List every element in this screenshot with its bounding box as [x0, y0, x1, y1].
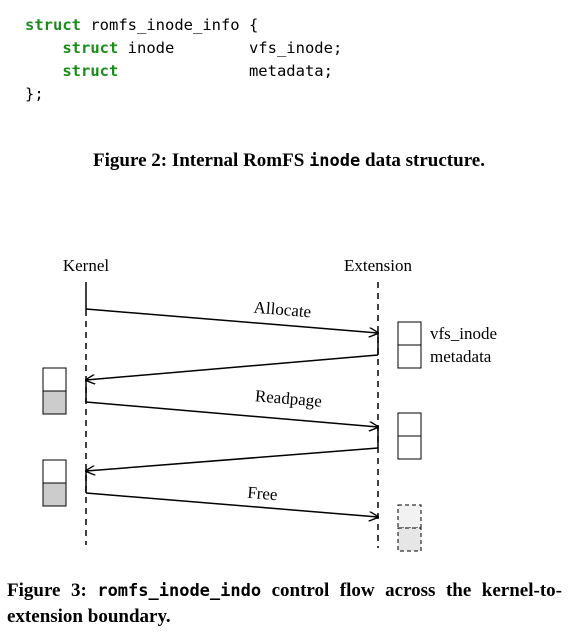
caption-text: data structure.: [360, 150, 485, 171]
kernel-metadata-box: [42, 390, 67, 415]
code-keyword: struct: [62, 39, 119, 57]
kernel-metadata-box: [42, 482, 67, 507]
return-arrow: [86, 354, 379, 380]
kernel-label: Kernel: [63, 256, 110, 275]
caption-code: romfs_inode_indo: [97, 581, 262, 601]
caption-text: Figure 3:: [7, 580, 98, 601]
sequence-diagram: Kernel Extension Allocate Readpage Free …: [42, 256, 497, 552]
free-label: Free: [247, 483, 279, 504]
kernel-vfs-inode-box: [42, 367, 67, 392]
caption-code: inode: [309, 151, 361, 171]
metadata-label: metadata: [430, 347, 492, 366]
code-keyword: struct: [62, 62, 119, 80]
code-text: metadata;: [118, 62, 333, 80]
freed-vfs-inode-box: [397, 504, 422, 529]
extension-vfs-inode-box: [397, 412, 422, 437]
figure-3-caption: Figure 3: romfs_inode_indo control flow …: [7, 578, 562, 629]
code-listing: struct romfs_inode_info { struct inode v…: [25, 14, 342, 106]
allocate-arrow: [85, 308, 378, 333]
free-arrow: [85, 492, 378, 517]
code-text: romfs_inode_info {: [81, 16, 259, 34]
extension-metadata-box: [397, 435, 422, 460]
code-keyword: struct: [25, 16, 81, 34]
extension-label: Extension: [344, 256, 412, 275]
code-text: };: [25, 85, 44, 103]
metadata-box: [397, 344, 422, 369]
caption-text: control flow across the kernel-to-extens…: [7, 580, 562, 627]
vfs-inode-box: [397, 321, 422, 346]
freed-metadata-box: [397, 527, 422, 552]
code-text: inode vfs_inode;: [118, 39, 343, 57]
readpage-arrow: [85, 401, 378, 427]
readpage-label: Readpage: [254, 386, 322, 410]
caption-text: Figure 2: Internal RomFS: [93, 150, 310, 171]
vfs-inode-label: vfs_inode: [430, 324, 497, 343]
kernel-vfs-inode-box: [42, 459, 67, 484]
figure-2-caption: Figure 2: Internal RomFS inode data stru…: [0, 150, 578, 172]
allocate-label: Allocate: [253, 298, 312, 322]
return-arrow: [86, 447, 379, 471]
